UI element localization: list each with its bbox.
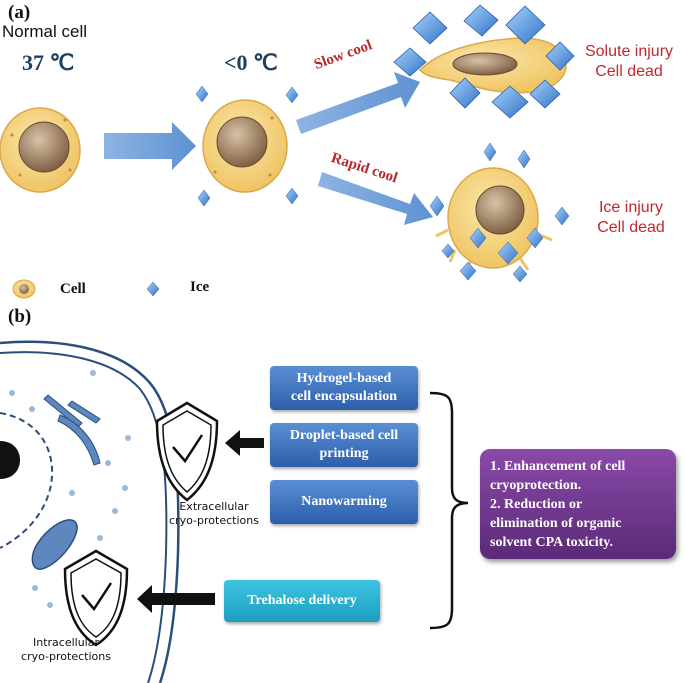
legend-cell-label: Cell bbox=[60, 281, 86, 297]
rapid-cool-arrow bbox=[318, 172, 433, 225]
method-hydrogel-encapsulation: Hydrogel-based cell encapsulation bbox=[270, 366, 418, 410]
temperature-cold: <0 ℃ bbox=[224, 50, 278, 75]
extracellular-caption-line-1: Extracellular bbox=[179, 500, 249, 513]
golgi-organelle bbox=[43, 394, 101, 466]
rapid-result-line-2: Cell dead bbox=[597, 219, 665, 236]
rapid-cool-dead-cell bbox=[435, 167, 553, 276]
method-droplet-printing: Droplet-based cell printing bbox=[270, 423, 418, 467]
intracellular-arrow bbox=[137, 585, 215, 613]
intracellular-caption-line-2: cryo-protections bbox=[21, 650, 111, 663]
vesicles bbox=[9, 370, 131, 608]
extracellular-caption: Extracellular cryo-protections bbox=[155, 500, 273, 528]
ice-crystals-large bbox=[393, 4, 575, 119]
extracellular-caption-line-2: cryo-protections bbox=[169, 514, 259, 527]
normal-cell-label: Normal cell bbox=[2, 22, 88, 41]
summary-line-1: 1. Enhancement of cell bbox=[490, 459, 626, 474]
summary-line-3: 2. Reduction or bbox=[490, 497, 583, 512]
panel-b-illustration bbox=[0, 340, 469, 683]
method-1-line-1: Hydrogel-based bbox=[296, 371, 392, 386]
cooling-arrow bbox=[104, 122, 196, 170]
slow-cool-result: Solute injury Cell dead bbox=[574, 42, 684, 82]
ice-crystals-rapid bbox=[429, 142, 570, 283]
temperature-start: 37 ℃ bbox=[22, 50, 75, 75]
slow-cool-arrow bbox=[296, 72, 420, 134]
slow-result-line-1: Solute injury bbox=[584, 43, 674, 60]
slow-cool-dead-cell bbox=[418, 37, 567, 94]
mitochondrion bbox=[31, 519, 78, 570]
extracellular-arrow bbox=[225, 430, 264, 456]
extracellular-shield-icon bbox=[155, 401, 219, 502]
summary-line-4: elimination of organic bbox=[490, 516, 622, 531]
panel-a-label: (a) bbox=[8, 2, 31, 23]
ice-crystals-small bbox=[195, 85, 299, 207]
nucleus-outline bbox=[0, 412, 54, 549]
normal-cell bbox=[0, 107, 81, 193]
cooled-cell bbox=[202, 99, 288, 193]
intracellular-caption-line-1: Intracellular bbox=[32, 636, 99, 649]
legend-ice-label: Ice bbox=[190, 279, 210, 295]
grouping-bracket bbox=[429, 391, 469, 630]
legend-ice-icon bbox=[146, 281, 160, 297]
intracellular-shield-icon bbox=[63, 549, 129, 647]
summary-line-2: cryoprotection. bbox=[490, 478, 582, 493]
rapid-cool-result: Ice injury Cell dead bbox=[578, 198, 684, 238]
method-2-line-2: printing bbox=[319, 446, 369, 461]
panel-a-illustration bbox=[0, 4, 575, 299]
legend-cell-icon bbox=[12, 279, 36, 299]
rapid-result-line-1: Ice injury bbox=[598, 199, 664, 216]
method-2-line-1: Droplet-based cell bbox=[289, 428, 399, 443]
summary-box: 1. Enhancement of cell cryoprotection. 2… bbox=[480, 449, 676, 559]
panel-b-label: (b) bbox=[8, 306, 32, 327]
nucleolus bbox=[0, 441, 20, 479]
intracellular-caption: Intracellular cryo-protections bbox=[2, 636, 130, 664]
method-trehalose-delivery: Trehalose delivery bbox=[224, 580, 380, 622]
method-nanowarming: Nanowarming bbox=[270, 480, 418, 524]
method-1-line-2: cell encapsulation bbox=[290, 389, 398, 404]
summary-line-5: solvent CPA toxicity. bbox=[490, 535, 614, 550]
slow-result-line-2: Cell dead bbox=[595, 63, 663, 80]
method-3-line-1: Nanowarming bbox=[301, 494, 387, 509]
trehalose-label: Trehalose delivery bbox=[247, 593, 357, 608]
